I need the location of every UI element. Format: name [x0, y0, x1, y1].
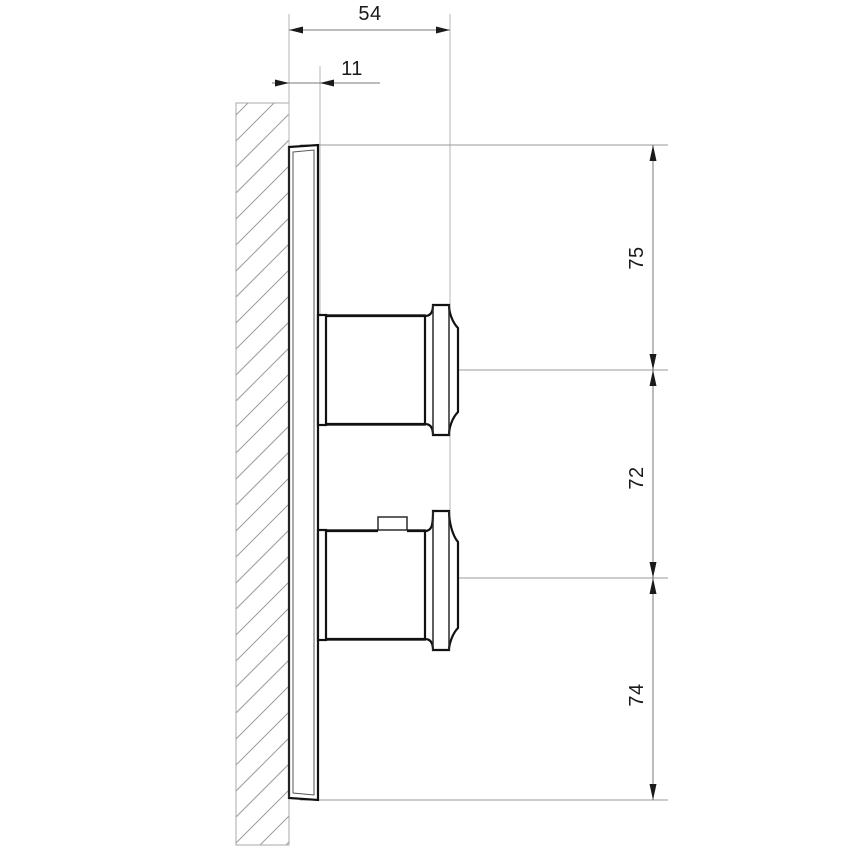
dimension-74-arrow-bottom	[649, 784, 657, 800]
dimension-54-arrow-right	[436, 26, 450, 34]
lower-fitting-tab	[377, 516, 408, 532]
escutcheon-plate	[287, 143, 320, 802]
wall-hatch-line	[0, 0, 850, 337]
dimension-72-arrow-top	[649, 370, 657, 386]
wall-hatch-line	[0, 802, 850, 850]
dimension-11-label: 11	[341, 58, 363, 80]
wall-hatch-line	[0, 178, 850, 850]
dimension-72-label: 72	[626, 466, 648, 489]
wall-hatch-line	[0, 0, 850, 155]
wall-hatch-line	[0, 0, 850, 103]
dimension-74: 74	[626, 578, 657, 800]
wall-hatch-line	[0, 0, 850, 129]
dimension-75: 75	[626, 145, 657, 370]
escutcheon-plate-inner-line	[292, 149, 315, 796]
wall-hatch-line	[0, 0, 850, 285]
dimension-75-arrow-bottom	[649, 354, 657, 370]
dimension-75-label: 75	[626, 246, 648, 269]
wall-hatch-line	[0, 0, 850, 597]
dimension-54-label: 54	[358, 3, 381, 25]
wall-hatch-line	[0, 152, 850, 850]
upper-outlet-fitting	[316, 303, 460, 437]
wall-hatch-line	[0, 646, 850, 850]
dimension-75-arrow-top	[649, 145, 657, 161]
wall-outline	[235, 102, 290, 846]
wall-hatch-line	[0, 828, 850, 850]
lower-fitting-cap	[423, 509, 460, 652]
lower-outlet-fitting	[316, 509, 460, 652]
wall-hatch-line	[236, 763, 289, 818]
lower-fitting-body	[317, 529, 426, 641]
dimension-11-arrow-right	[320, 79, 334, 87]
wall-hatch-line	[0, 0, 850, 363]
upper-fitting-collar	[316, 313, 328, 427]
wall-hatch-line	[0, 0, 850, 545]
wall-hatch-line	[0, 0, 850, 233]
wall-hatch-line	[0, 0, 850, 519]
wall-hatch-line	[0, 0, 850, 207]
wall-hatch-line	[0, 620, 850, 850]
wall-hatch-line	[0, 672, 850, 850]
wall-hatch-line	[0, 126, 850, 850]
wall-hatch-line	[285, 841, 289, 845]
wall-hatch-line	[0, 724, 850, 850]
wall-hatch-line	[0, 204, 850, 850]
lower-fitting-collar	[316, 528, 328, 642]
wall-hatch-line	[0, 464, 850, 850]
dimension-72: 72	[626, 370, 657, 578]
upper-fitting-cap	[423, 303, 460, 437]
dimension-74-arrow-top	[649, 578, 657, 594]
dimension-11: 11	[272, 58, 380, 87]
dimension-54: 54	[289, 3, 450, 34]
wall-hatch-line	[0, 438, 850, 850]
wall-hatch-line	[0, 0, 850, 571]
upper-fitting-body	[317, 314, 426, 426]
wall-hatch-line	[259, 815, 289, 845]
wall-hatch-line	[0, 0, 850, 311]
dimension-72-arrow-bottom	[649, 562, 657, 578]
wall-hatch-line	[236, 789, 289, 844]
wall-hatch-line	[0, 776, 850, 850]
wall-hatch-line	[0, 0, 850, 259]
dimension-54-arrow-left	[289, 26, 303, 34]
wall-hatch-line	[0, 0, 850, 181]
witness-lines	[300, 144, 668, 801]
dimension-11-arrow-left	[275, 79, 289, 87]
dimension-74-label: 74	[626, 683, 648, 706]
wall-hatch-line	[0, 698, 850, 850]
